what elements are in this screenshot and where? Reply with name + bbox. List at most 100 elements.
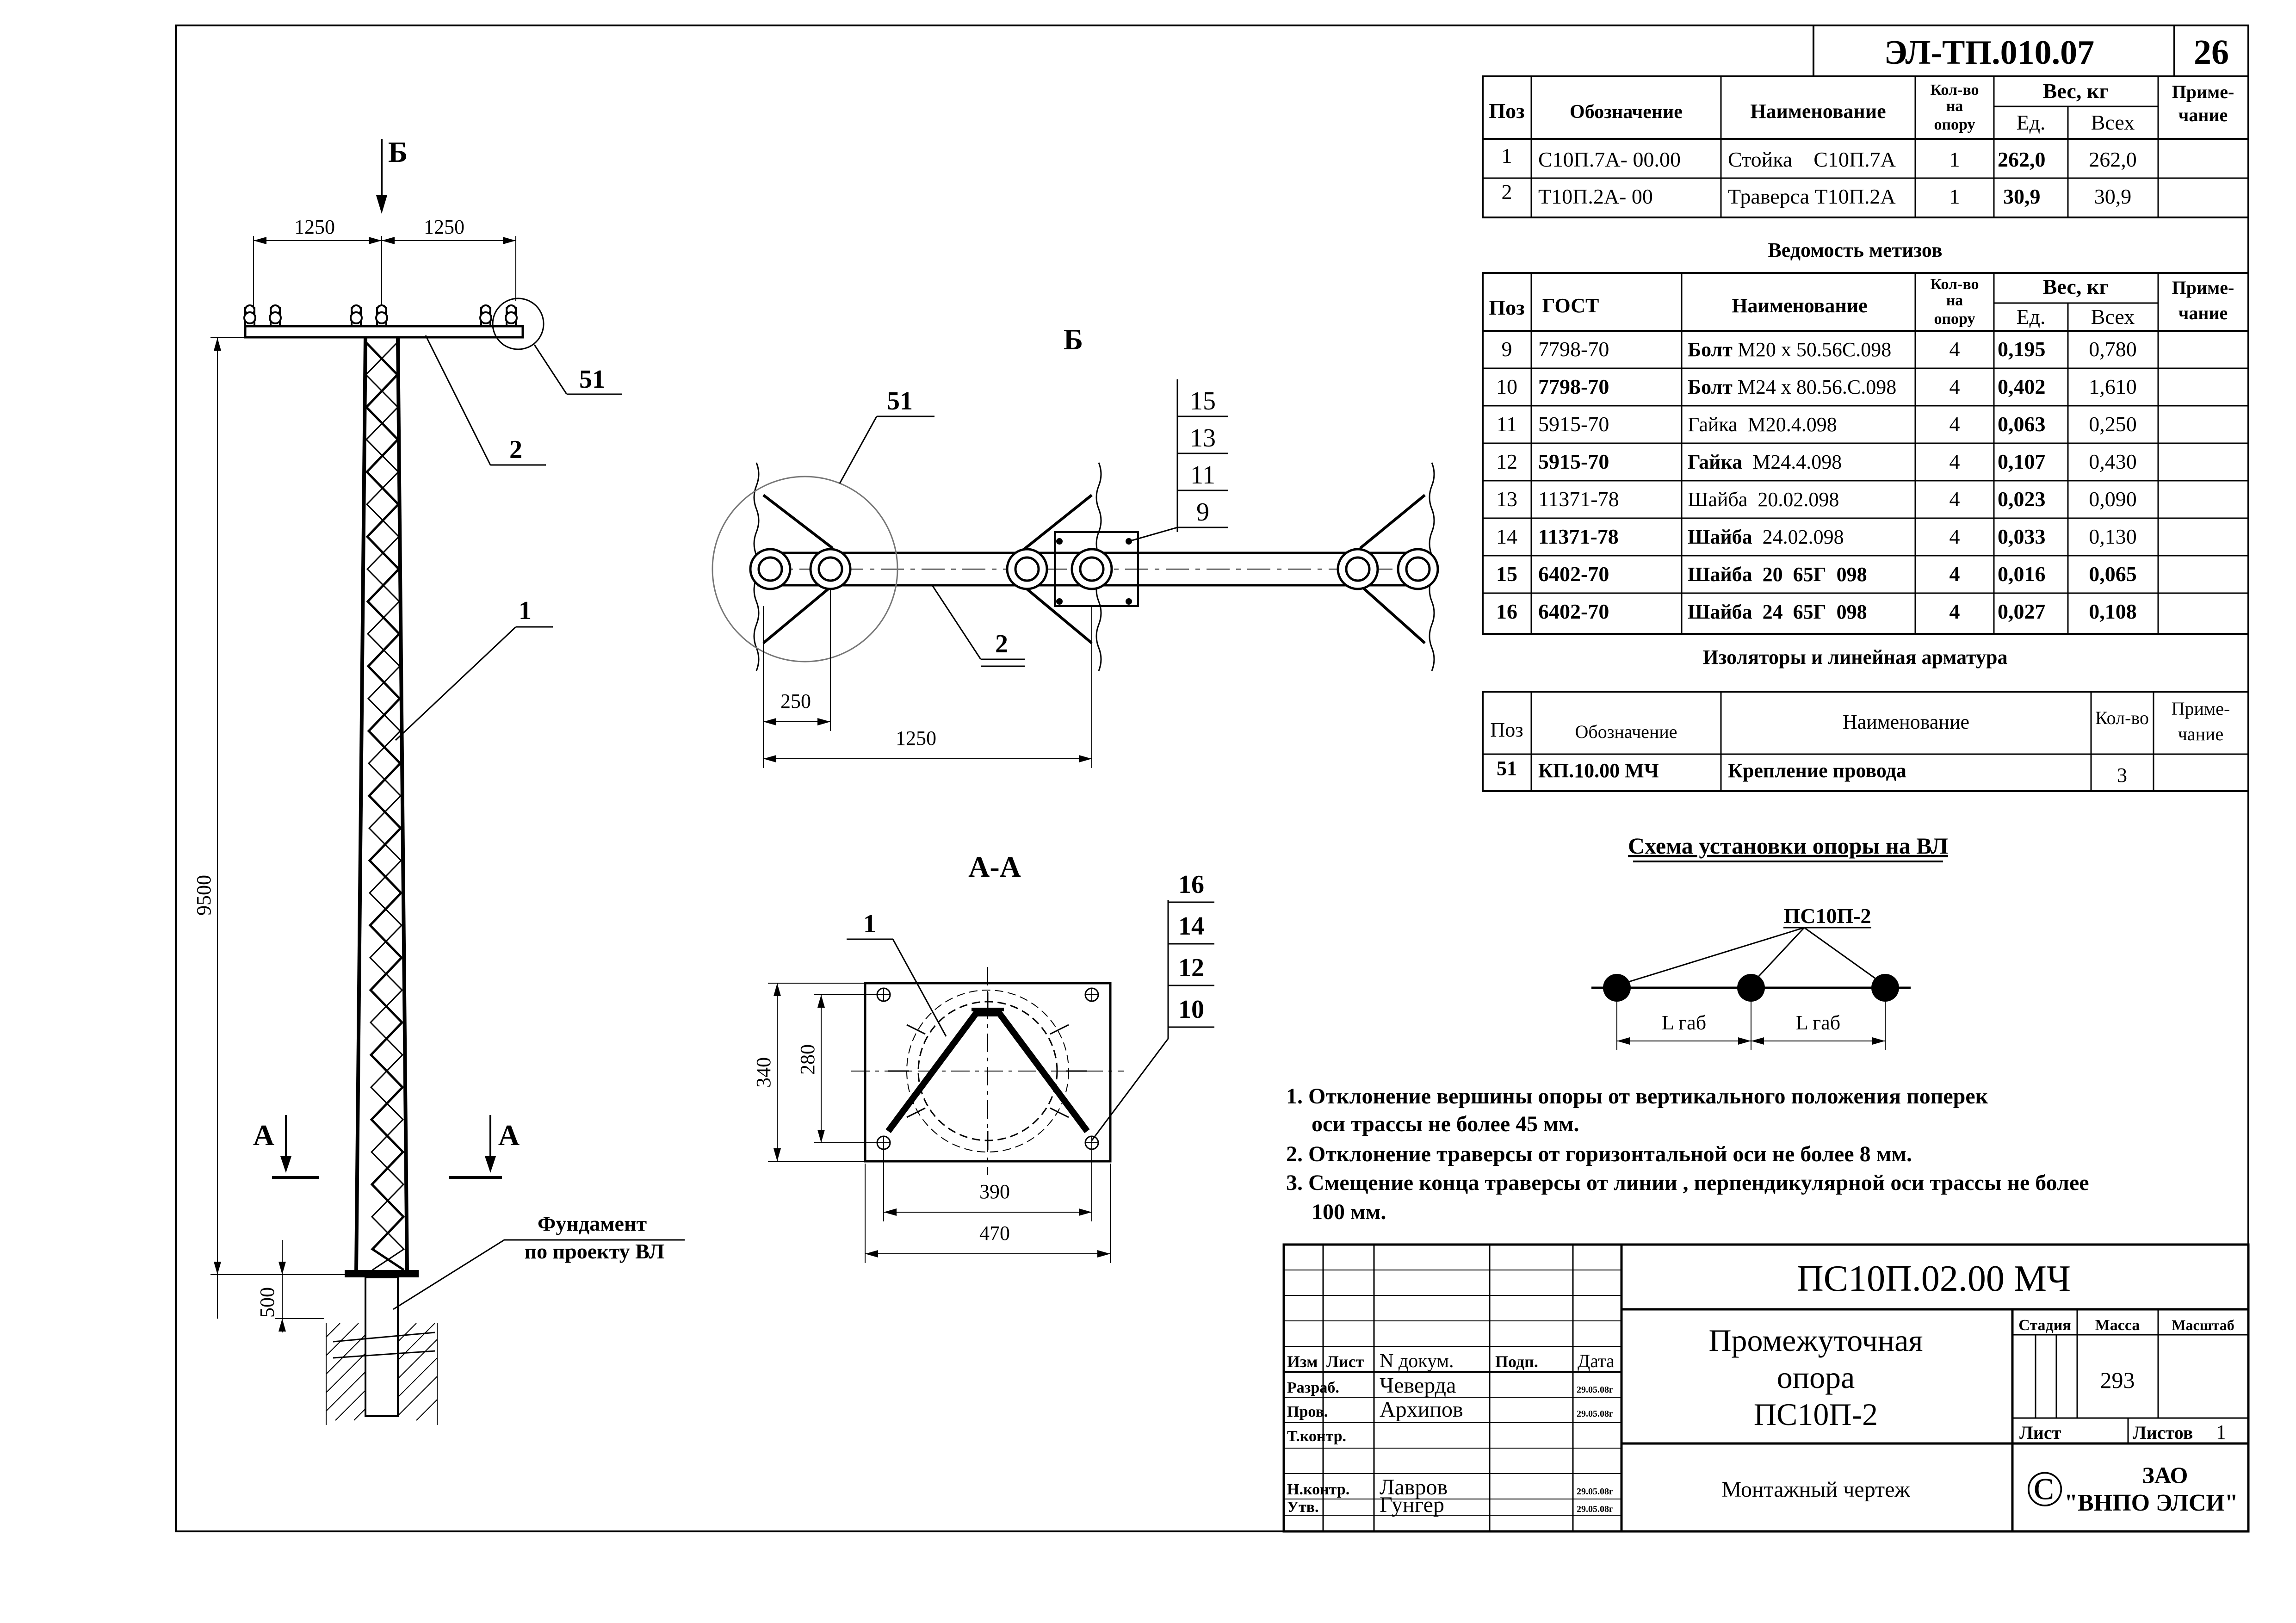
hw-row-qty: 4	[1949, 562, 1960, 586]
tb-role-label: Н.контр.	[1287, 1481, 1349, 1498]
title-block: Изм Лист N докум. Подп. Дата Разраб.Чеве…	[1282, 1243, 2250, 1533]
hw-header-unit: Ед.	[2016, 305, 2045, 328]
hw-row-gost: 11371-78	[1538, 525, 1619, 548]
tb-role-label: Разраб.	[1287, 1379, 1339, 1396]
tb-sheets-label: Листов	[2133, 1422, 2193, 1443]
hw-row-pos: 11	[1497, 412, 1517, 436]
pole-dim-left: 1250	[294, 216, 335, 238]
tb-scale-label: Масштаб	[2172, 1317, 2234, 1333]
hw-row-gost: 6402-70	[1538, 562, 1609, 586]
hw-row-pos: 9	[1502, 337, 1512, 361]
hw-header-weight: Вес, кг	[2043, 275, 2109, 298]
hardware-table: Поз ГОСТ Наименование Кол-во на опору Ве…	[1482, 272, 2249, 635]
pole-callout-crossarm: 2	[509, 435, 522, 464]
pole-insulators	[243, 304, 518, 327]
hw-row-pos: 13	[1496, 487, 1517, 511]
tb-org-line-2: "ВНПО ЭЛСИ"	[2064, 1490, 2238, 1516]
spec-header-qty-3: опору	[1934, 116, 1975, 133]
ins-header-designation: Обозначение	[1575, 721, 1677, 742]
hw-row-qty: 4	[1949, 600, 1960, 623]
pole-callout-stand: 1	[519, 596, 532, 625]
tb-mass-label: Масса	[2095, 1317, 2140, 1334]
view-b-stack-4: 9	[1196, 498, 1209, 527]
tb-col-izm: Изм	[1287, 1352, 1318, 1371]
spec-header-note-2: чание	[2178, 105, 2228, 125]
hw-row-name-rest: М20.4.098	[1738, 413, 1837, 436]
pole-base-plate	[345, 1270, 419, 1277]
hw-row-gost: 7798-70	[1538, 375, 1609, 398]
note-line-5: 100 мм.	[1312, 1200, 1386, 1224]
hw-row-pos: 12	[1496, 450, 1517, 473]
spec-header-total: Всех	[2091, 111, 2135, 134]
hw-row-total: 0,108	[2089, 600, 2137, 623]
view-b-bolts	[749, 548, 1439, 590]
scheme-pole-1	[1603, 974, 1631, 1002]
spec-row-1-unit: 262,0	[1998, 148, 2046, 171]
spec-row-2-total: 30,9	[2094, 185, 2132, 208]
hw-header-name: Наименование	[1732, 294, 1867, 317]
header-sheet-no: 26	[2194, 33, 2229, 72]
hw-row-unit: 0,033	[1998, 525, 2046, 548]
hw-header-qty-1: Кол-во	[1930, 276, 1979, 293]
hw-header-total: Всех	[2091, 305, 2135, 328]
hw-row-total: 1,610	[2089, 375, 2137, 398]
ins-header-pos: Поз	[1490, 719, 1523, 741]
hw-row-qty: 4	[1949, 412, 1960, 436]
hw-row-name: Шайба 24 65Г 098	[1688, 601, 1867, 623]
header-code: ЭЛ-ТП.010.07	[1884, 34, 2094, 72]
spec-header-name: Наименование	[1750, 100, 1886, 123]
ins-row-designation: КП.10.00 МЧ	[1538, 759, 1659, 782]
tb-role-date: 29.05.08г	[1577, 1487, 1613, 1497]
pole-lattice-stand	[354, 337, 409, 1273]
hw-row-name-rest: 20 65Г 098	[1752, 563, 1867, 586]
tb-stage-label: Стадия	[2018, 1317, 2071, 1334]
spec-row-1-designation: С10П.7А- 00.00	[1538, 148, 1681, 171]
tb-role-date: 29.05.08г	[1577, 1409, 1613, 1419]
header-box: ЭЛ-ТП.010.07 26	[1813, 25, 2248, 77]
pole-arrow-label: Б	[388, 136, 408, 168]
hw-row-name-rest: М24.4.098	[1742, 451, 1842, 473]
section-aa-title: А-А	[968, 850, 1021, 883]
tb-role-date: 29.05.08г	[1577, 1504, 1613, 1514]
insulator-table: Поз Обозначение Наименование Кол-во Прим…	[1482, 691, 2249, 792]
hw-row-qty: 4	[1949, 337, 1960, 361]
hw-row-pos: 15	[1496, 562, 1517, 586]
hw-row-name-rest: 20.02.098	[1747, 488, 1839, 511]
spec-row-2-designation: Т10П.2А- 00	[1538, 185, 1653, 208]
hw-row-unit: 0,107	[1998, 450, 2046, 473]
pole-foundation-label-2: по проекту ВЛ	[525, 1239, 665, 1263]
pole-foundation-label-1: Фундамент	[538, 1212, 647, 1235]
tb-role-label: Пров.	[1287, 1403, 1328, 1420]
view-b-callout-crossarm: 2	[995, 630, 1008, 658]
spec-row-1-qty: 1	[1949, 148, 1960, 171]
ins-row-pos: 51	[1497, 757, 1517, 780]
hw-row-gost: 5915-70	[1538, 450, 1609, 473]
hw-row-total: 0,780	[2089, 337, 2137, 361]
hw-row-name-rest: 24 65Г 098	[1752, 601, 1867, 623]
view-b-stack-1: 15	[1190, 387, 1216, 415]
tb-sheet-label: Лист	[2019, 1422, 2061, 1443]
section-aa-stack-4: 10	[1178, 995, 1204, 1024]
hw-row-name: Шайба 20 65Г 098	[1688, 563, 1867, 586]
note-line-3: 2. Отклонение траверсы от горизонтальной…	[1286, 1142, 1912, 1166]
view-b: Б 51	[712, 323, 1439, 768]
view-b-dim-large: 1250	[896, 727, 936, 750]
hw-row-name: Шайба 24.02.098	[1688, 526, 1844, 548]
spec-row-1-pos: 1	[1502, 144, 1512, 167]
ins-row-name: Крепление провода	[1728, 759, 1906, 782]
hw-row-total: 0,130	[2089, 525, 2137, 548]
tb-name-line-3: ПС10П-2	[1754, 1397, 1878, 1432]
scheme-span-1: L габ	[1662, 1011, 1706, 1034]
view-b-callout-fixture: 51	[887, 387, 913, 415]
hw-row-qty: 4	[1949, 525, 1960, 548]
hw-row-total: 0,090	[2089, 487, 2137, 511]
hardware-title: Ведомость метизов	[1768, 239, 1942, 261]
spec-header-qty-1: Кол-во	[1930, 81, 1979, 99]
pole-elevation: Б 1250 1250 51 2	[192, 136, 685, 1425]
pole-dim-height: 9500	[192, 875, 215, 916]
ins-header-name: Наименование	[1843, 711, 1969, 733]
hw-row-name: Болт М20 х 50.56С.098	[1688, 338, 1891, 361]
hw-row-unit: 0,063	[1998, 412, 2046, 436]
pole-dim-right: 1250	[424, 216, 464, 238]
hw-row-name-type: Гайка	[1688, 413, 1738, 436]
